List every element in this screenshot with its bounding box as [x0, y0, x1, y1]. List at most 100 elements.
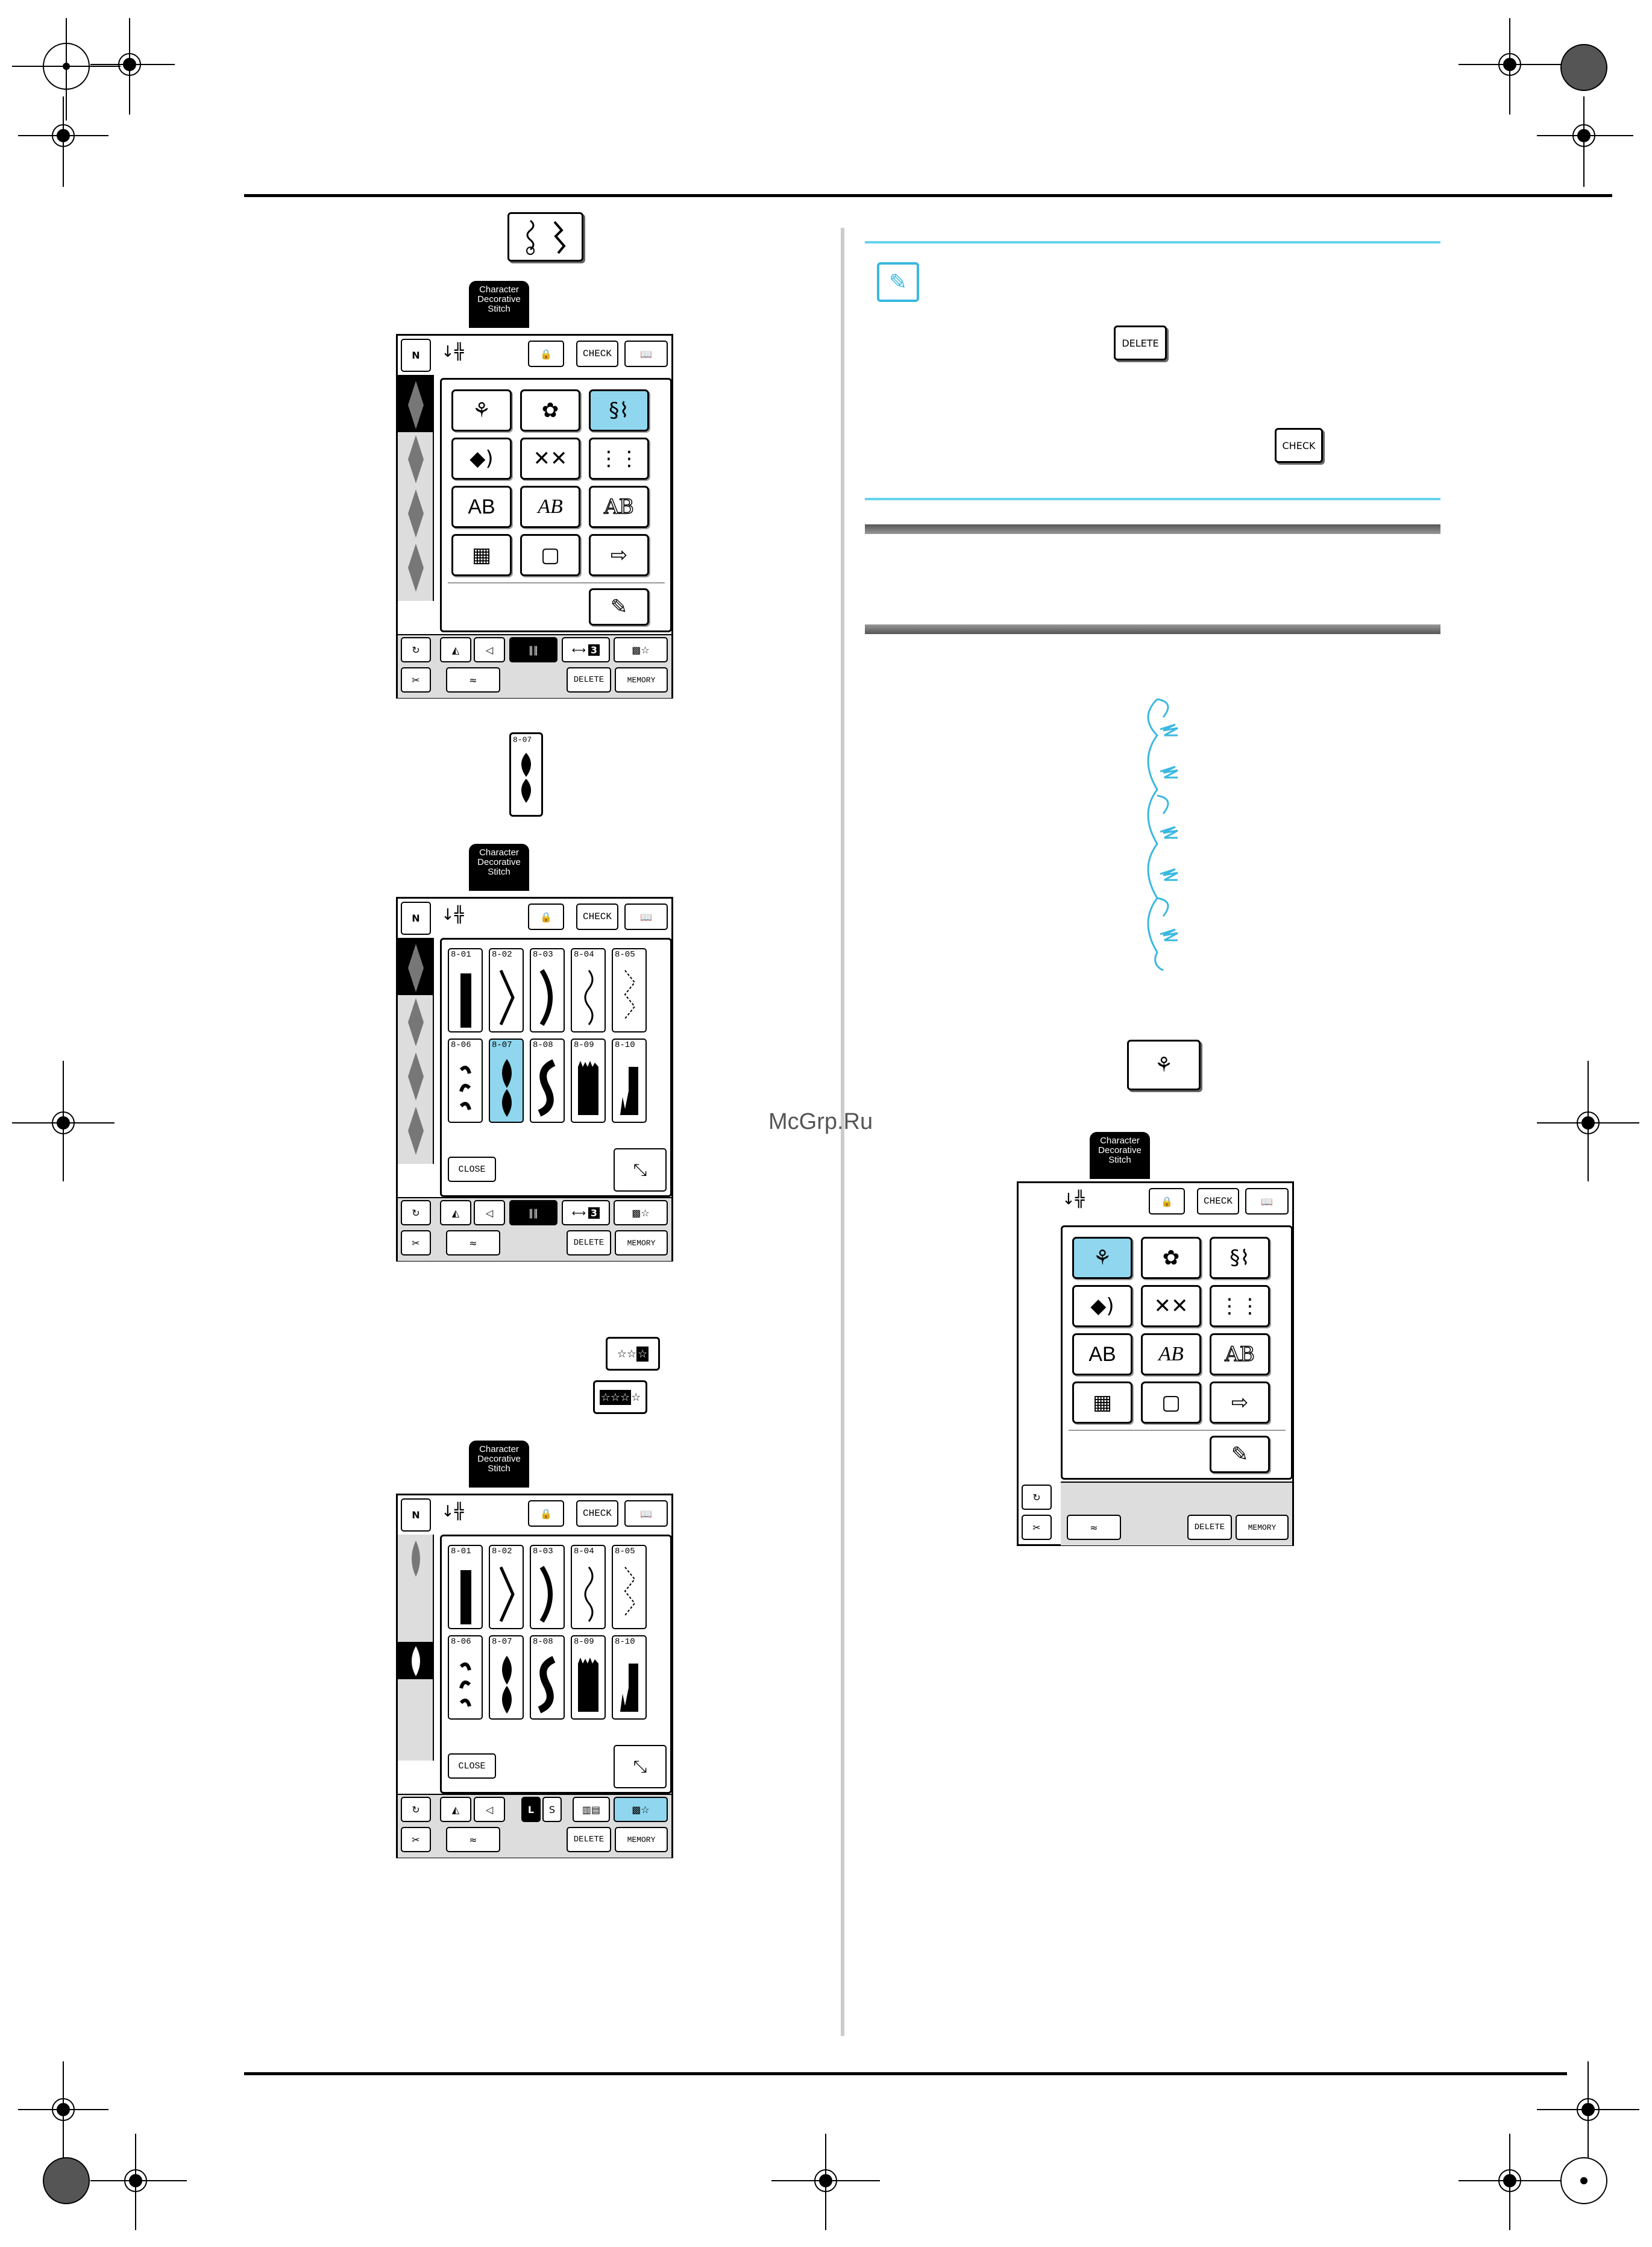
- elongation-icon[interactable]: ▩☆: [614, 637, 668, 662]
- stitch-image-icon[interactable]: ≈: [1067, 1515, 1121, 1540]
- pattern-8-03[interactable]: 8-03: [530, 948, 565, 1032]
- manual-button[interactable]: 📖: [624, 1500, 668, 1527]
- lock-button[interactable]: 🔒: [528, 904, 564, 930]
- pattern-8-02[interactable]: 8-02: [489, 948, 524, 1032]
- manual-button[interactable]: 📖: [624, 341, 668, 367]
- check-button[interactable]: CHECK: [1197, 1188, 1239, 1215]
- pattern-8-04[interactable]: 8-04: [571, 1545, 606, 1629]
- mirror-horizontal-icon[interactable]: ◭: [440, 1200, 471, 1225]
- screen-tab[interactable]: Character Decorative Stitch: [469, 281, 529, 328]
- mirror-vertical-icon[interactable]: ◁: [474, 1797, 505, 1822]
- cross-stitch-icon[interactable]: ✕✕: [1141, 1285, 1201, 1327]
- pattern-8-04[interactable]: 8-04: [571, 948, 606, 1032]
- mirror-vertical-icon[interactable]: ◁: [474, 637, 505, 662]
- floral-stitch-icon[interactable]: ✿: [520, 389, 580, 432]
- decorative-satin-icon[interactable]: §⌇: [1210, 1237, 1270, 1279]
- pattern-8-10[interactable]: 8-10: [612, 1635, 647, 1720]
- pocket-icon[interactable]: ▢: [1141, 1381, 1201, 1424]
- stitch-image-icon[interactable]: ≈: [446, 667, 500, 693]
- close-button[interactable]: CLOSE: [448, 1157, 496, 1182]
- usb-icon[interactable]: ⇨: [1210, 1381, 1270, 1424]
- memory-button[interactable]: MEMORY: [615, 1827, 668, 1852]
- pocket-icon[interactable]: ▢: [520, 534, 580, 576]
- screen-tab[interactable]: Character Decorative Stitch: [469, 844, 529, 891]
- delete-button[interactable]: DELETE: [567, 1827, 611, 1852]
- outline-font-icon[interactable]: AB: [1210, 1333, 1270, 1375]
- mirror-horizontal-icon[interactable]: ◭: [440, 637, 471, 662]
- manual-button[interactable]: 📖: [624, 904, 668, 930]
- outline-font-icon[interactable]: AB: [589, 486, 649, 528]
- lock-button[interactable]: 🔒: [528, 341, 564, 367]
- pattern-8-09[interactable]: 8-09: [571, 1635, 606, 1720]
- pattern-8-05[interactable]: 8-05: [612, 948, 647, 1032]
- screen-tab[interactable]: Character Decorative Stitch: [1090, 1132, 1150, 1179]
- lock-button[interactable]: 🔒: [1149, 1188, 1185, 1215]
- check-button[interactable]: CHECK: [576, 341, 618, 367]
- utility-decorative-icon[interactable]: ⋮⋮: [1210, 1285, 1270, 1327]
- satin-pattern-icon[interactable]: ◆): [1072, 1285, 1132, 1327]
- elongation-icon[interactable]: ▩☆: [614, 1200, 668, 1225]
- thread-cutter-icon[interactable]: ✂: [1022, 1515, 1052, 1540]
- satin-stitch-icon[interactable]: ⚘: [451, 389, 512, 432]
- stitch-image-icon[interactable]: ≈: [446, 1827, 500, 1852]
- pattern-8-05[interactable]: 8-05: [612, 1545, 647, 1629]
- reverse-stitch-icon[interactable]: ↻: [1022, 1485, 1052, 1510]
- memory-button[interactable]: MEMORY: [615, 1230, 668, 1255]
- pattern-8-07[interactable]: 8-07: [489, 1039, 524, 1123]
- delete-button[interactable]: DELETE: [1187, 1515, 1232, 1540]
- satin-stitch-icon[interactable]: ⚘: [1072, 1237, 1132, 1279]
- pattern-8-06[interactable]: 8-06: [448, 1039, 483, 1123]
- script-font-icon[interactable]: AB: [520, 486, 580, 528]
- manual-button[interactable]: 📖: [1245, 1188, 1289, 1215]
- check-button[interactable]: CHECK: [576, 904, 618, 930]
- twin-needle-icon[interactable]: ∥∥: [509, 637, 557, 662]
- gothic-font-icon[interactable]: AB: [451, 486, 512, 528]
- my-custom-stitch-icon[interactable]: ▦: [451, 534, 512, 576]
- gothic-font-icon[interactable]: AB: [1072, 1333, 1132, 1375]
- edit-pen-icon[interactable]: ✎: [1210, 1436, 1270, 1473]
- pattern-8-06[interactable]: 8-06: [448, 1635, 483, 1720]
- stitch-image-icon[interactable]: ≈: [446, 1230, 500, 1255]
- reverse-stitch-icon[interactable]: ↻: [401, 1797, 431, 1822]
- satin-pattern-icon[interactable]: ◆): [451, 438, 512, 480]
- check-button[interactable]: CHECK: [576, 1500, 618, 1527]
- density-icon[interactable]: ▥▤: [573, 1797, 610, 1822]
- mirror-horizontal-icon[interactable]: ◭: [440, 1797, 471, 1822]
- pattern-8-08[interactable]: 8-08: [530, 1635, 565, 1720]
- pattern-8-02[interactable]: 8-02: [489, 1545, 524, 1629]
- twin-needle-icon[interactable]: ∥∥: [509, 1200, 557, 1225]
- pattern-8-08[interactable]: 8-08: [530, 1039, 565, 1123]
- memory-button[interactable]: MEMORY: [615, 667, 668, 693]
- mirror-vertical-icon[interactable]: ◁: [474, 1200, 505, 1225]
- my-custom-stitch-icon[interactable]: ▦: [1072, 1381, 1132, 1424]
- pattern-8-01[interactable]: 8-01: [448, 948, 483, 1032]
- lock-button[interactable]: 🔒: [528, 1500, 564, 1527]
- floral-stitch-icon[interactable]: ✿: [1141, 1237, 1201, 1279]
- stitch-length-icon[interactable]: ⟷3: [562, 637, 610, 662]
- pattern-8-01[interactable]: 8-01: [448, 1545, 483, 1629]
- expand-view-icon[interactable]: ⤡: [614, 1745, 667, 1788]
- decorative-satin-icon[interactable]: §⌇: [589, 389, 649, 432]
- utility-decorative-icon[interactable]: ⋮⋮: [589, 438, 649, 480]
- pattern-8-10[interactable]: 8-10: [612, 1039, 647, 1123]
- thread-cutter-icon[interactable]: ✂: [401, 667, 431, 693]
- pattern-8-09[interactable]: 8-09: [571, 1039, 606, 1123]
- thread-cutter-icon[interactable]: ✂: [401, 1230, 431, 1255]
- memory-button[interactable]: MEMORY: [1236, 1515, 1289, 1540]
- expand-view-icon[interactable]: ⤡: [614, 1148, 667, 1192]
- delete-button[interactable]: DELETE: [567, 667, 611, 693]
- pattern-8-07[interactable]: 8-07: [489, 1635, 524, 1720]
- stitch-length-icon[interactable]: ⟷3: [562, 1200, 610, 1225]
- pattern-8-03[interactable]: 8-03: [530, 1545, 565, 1629]
- elongation-icon[interactable]: ▩☆: [614, 1797, 668, 1822]
- cross-stitch-icon[interactable]: ✕✕: [520, 438, 580, 480]
- delete-button[interactable]: DELETE: [567, 1230, 611, 1255]
- script-font-icon[interactable]: AB: [1141, 1333, 1201, 1375]
- close-button[interactable]: CLOSE: [448, 1753, 496, 1779]
- edit-pen-icon[interactable]: ✎: [589, 588, 649, 626]
- reverse-stitch-icon[interactable]: ↻: [401, 637, 431, 662]
- screen-tab[interactable]: Character Decorative Stitch: [469, 1441, 529, 1488]
- reverse-stitch-icon[interactable]: ↻: [401, 1200, 431, 1225]
- usb-icon[interactable]: ⇨: [589, 534, 649, 576]
- thread-cutter-icon[interactable]: ✂: [401, 1827, 431, 1852]
